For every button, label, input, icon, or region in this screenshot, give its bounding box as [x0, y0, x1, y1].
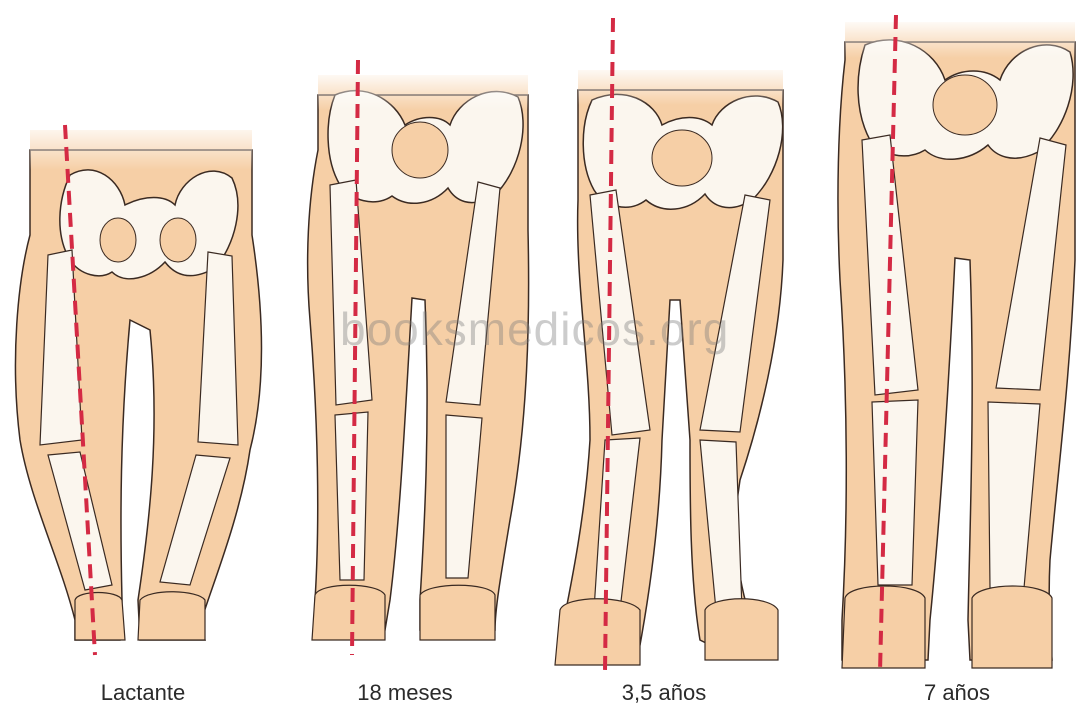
- caption-7-anos: 7 años: [857, 680, 1057, 706]
- watermark: booksmedicos.org: [340, 302, 729, 356]
- figure-lactante: [15, 120, 261, 655]
- feet-7-anos: [842, 586, 1052, 668]
- figure-18-meses: [308, 60, 529, 655]
- feet-18-meses: [312, 585, 495, 640]
- caption-lactante: Lactante: [43, 680, 243, 706]
- caption-3-5-anos: 3,5 años: [564, 680, 764, 706]
- feet-3-5-anos: [555, 599, 778, 665]
- figure-7-anos: [838, 15, 1075, 672]
- caption-18-meses: 18 meses: [305, 680, 505, 706]
